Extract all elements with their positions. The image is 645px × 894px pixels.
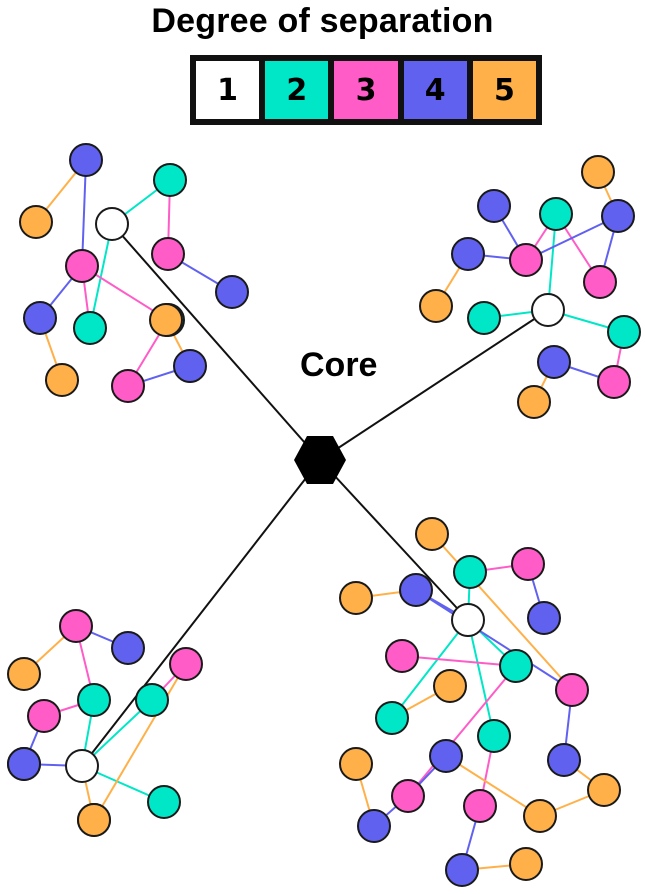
edge-C3c-C5b xyxy=(93,663,187,821)
core-node xyxy=(294,436,346,484)
legend-degree-3: 3 xyxy=(334,61,398,119)
node-C2c-degree-2 xyxy=(147,785,181,819)
edge-D3b-D5b xyxy=(431,533,573,691)
node-D2a-degree-2 xyxy=(453,555,487,589)
node-B4c-degree-4 xyxy=(601,199,635,233)
node-B2a-degree-2 xyxy=(539,197,573,231)
edge-A3b-A4b xyxy=(81,159,87,267)
node-C2b-degree-2 xyxy=(135,683,169,717)
node-D5d-degree-5 xyxy=(509,847,543,881)
node-B4d-degree-4 xyxy=(537,345,571,379)
node-D3e-degree-3 xyxy=(391,779,425,813)
node-B2c-degree-2 xyxy=(607,315,641,349)
node-D5e-degree-5 xyxy=(339,747,373,781)
node-B3a-degree-3 xyxy=(509,243,543,277)
node-D3c-degree-3 xyxy=(385,639,419,673)
edge-core-D1 xyxy=(319,459,469,621)
node-A5b-degree-5 xyxy=(45,363,79,397)
node-A4b-degree-4 xyxy=(69,143,103,177)
node-C4c-degree-4 xyxy=(7,747,41,781)
node-layer xyxy=(7,143,641,887)
node-C3c-degree-3 xyxy=(169,647,203,681)
chart-title: Degree of separation xyxy=(151,2,494,40)
node-C2a-degree-2 xyxy=(77,683,111,717)
node-D5a-degree-5 xyxy=(339,581,373,615)
node-D3b-degree-3 xyxy=(555,673,589,707)
legend-degree-2: 2 xyxy=(265,61,329,119)
edge-D1-D2c xyxy=(391,619,469,719)
node-C3b-degree-3 xyxy=(59,609,93,643)
legend-degree-4: 4 xyxy=(403,61,467,119)
node-B3b-degree-3 xyxy=(583,265,617,299)
node-D1-degree-1 xyxy=(451,603,485,637)
node-A4c-degree-4 xyxy=(23,301,57,335)
node-D4d-degree-4 xyxy=(357,809,391,843)
node-D5f-degree-5 xyxy=(523,799,557,833)
node-D2c-degree-2 xyxy=(375,701,409,735)
core-label: Core xyxy=(300,346,378,384)
node-D5b-degree-5 xyxy=(415,517,449,551)
node-B4b-degree-4 xyxy=(477,189,511,223)
edge-D2b-D3e xyxy=(407,665,517,797)
node-A1-degree-1 xyxy=(95,207,129,241)
node-A2a-degree-2 xyxy=(153,163,187,197)
node-A5a-degree-5 xyxy=(19,205,53,239)
node-D5c-degree-5 xyxy=(433,669,467,703)
node-D4e-degree-4 xyxy=(429,739,463,773)
node-D2b-degree-2 xyxy=(499,649,533,683)
node-B1-degree-1 xyxy=(531,293,565,327)
node-D3d-degree-3 xyxy=(463,789,497,823)
node-D4c-degree-4 xyxy=(445,853,479,887)
edge-A1-A2b xyxy=(89,223,113,329)
node-D4a-degree-4 xyxy=(399,573,433,607)
node-C5c-degree-5 xyxy=(77,803,111,837)
edge-D2b-D3c xyxy=(401,655,517,667)
node-A3b-degree-3 xyxy=(65,249,99,283)
node-B2b-degree-2 xyxy=(467,301,501,335)
edge-D4a-D3b xyxy=(415,589,573,691)
legend-degree-5: 5 xyxy=(472,61,537,119)
node-B5a-degree-5 xyxy=(581,155,615,189)
node-C4b-degree-4 xyxy=(111,631,145,665)
node-C1-degree-1 xyxy=(65,749,99,783)
node-D5g-degree-5 xyxy=(587,773,621,807)
node-A3c-degree-3 xyxy=(111,369,145,403)
node-A5c-degree-5 xyxy=(149,303,183,337)
legend-degree-1: 1 xyxy=(196,61,260,119)
node-D3a-degree-3 xyxy=(511,547,545,581)
node-A4a-degree-4 xyxy=(215,275,249,309)
node-B4a-degree-4 xyxy=(451,237,485,271)
node-B3c-degree-3 xyxy=(597,365,631,399)
node-D4f-degree-4 xyxy=(547,743,581,777)
node-C5a-degree-5 xyxy=(7,657,41,691)
node-A3a-degree-3 xyxy=(151,237,185,271)
edge-D4e-D5f xyxy=(445,755,541,817)
node-D4b-degree-4 xyxy=(527,601,561,635)
node-C3a-degree-3 xyxy=(27,699,61,733)
node-A2b-degree-2 xyxy=(73,311,107,345)
node-A4d-degree-4 xyxy=(173,349,207,383)
edge-core-A1 xyxy=(111,223,321,461)
node-B5c-degree-5 xyxy=(517,385,551,419)
edge-D1-D2d xyxy=(467,619,495,737)
node-B5b-degree-5 xyxy=(419,289,453,323)
node-D2d-degree-2 xyxy=(477,719,511,753)
edge-core-C1 xyxy=(81,459,321,767)
edge-core-B1 xyxy=(319,309,549,461)
